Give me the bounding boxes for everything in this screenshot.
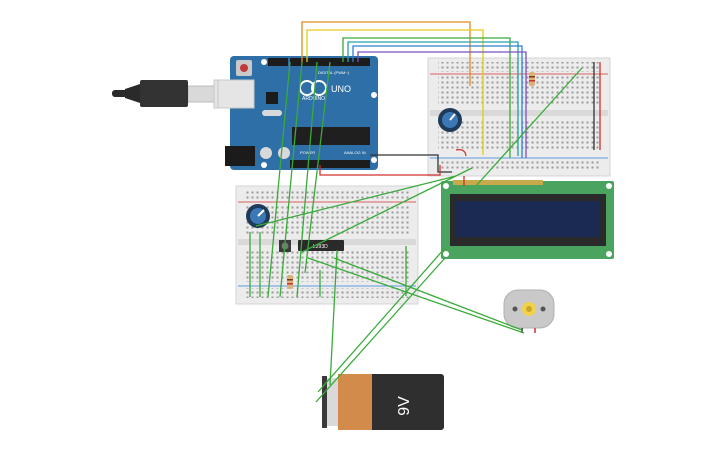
dc-motor-icon[interactable] [503,289,555,333]
l293d-chip[interactable]: L293D [298,240,344,251]
arduino-analog-label: ANALOG IN [344,150,366,155]
battery-label: 9V [396,396,413,416]
breadboard-top[interactable] [427,57,611,177]
battery-9v[interactable]: 9V [322,374,444,430]
potentiometer-icon[interactable] [438,108,462,132]
resistor-icon [287,275,293,289]
arduino-model-label: UNO [331,84,351,94]
resistor-icon [529,72,535,86]
arduino-power-label: POWER [300,150,315,155]
lcd-display[interactable] [441,180,614,259]
breadboard-bottom[interactable] [235,185,419,305]
arduino-digital-label: DIGITAL (PWM~) [318,70,350,75]
potentiometer-icon[interactable] [246,204,270,228]
wire-group [249,21,601,403]
chip-label: L293D [313,244,328,250]
arduino-uno-board[interactable]: ARDUINO UNO DIGITAL (PWM~) POWER ANALOG … [217,56,378,170]
